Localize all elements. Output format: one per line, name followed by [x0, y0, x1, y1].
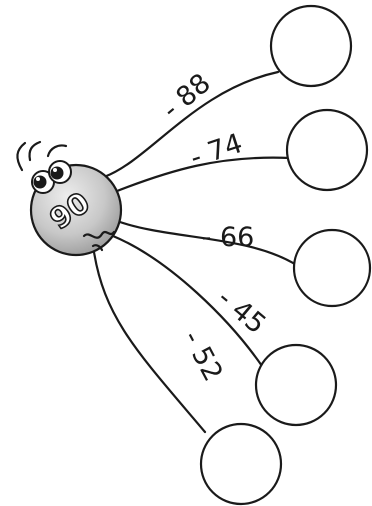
hair-stroke — [46, 144, 68, 158]
answer-circle-5[interactable] — [199, 422, 283, 506]
answer-circle-1[interactable] — [269, 4, 353, 88]
answer-circle-2[interactable] — [285, 108, 369, 192]
right-pupil — [50, 166, 64, 180]
branch-label-4: - 45 — [211, 283, 271, 341]
mouth — [82, 230, 116, 239]
branch-label-1: - 88 — [156, 68, 216, 126]
branch-line-1 — [102, 70, 280, 179]
branch-line-5 — [92, 250, 207, 434]
hair-stroke — [28, 140, 42, 162]
answer-circle-4[interactable] — [254, 343, 338, 427]
branch-line-4 — [111, 234, 264, 368]
answer-circle-3[interactable] — [292, 228, 372, 308]
cheek-line — [91, 244, 104, 252]
branch-label-3: - 66 — [202, 222, 255, 253]
right-eye-shine — [53, 168, 57, 172]
branch-line-3 — [115, 219, 300, 268]
left-pupil — [33, 175, 47, 189]
face-character: 90 — [16, 140, 123, 257]
left-eye-shine — [36, 177, 40, 181]
branch-line-2 — [110, 156, 292, 195]
branch-label-5: - 52 — [176, 325, 228, 386]
hair-stroke — [16, 141, 27, 172]
branch-label-2: - 74 — [187, 128, 247, 174]
